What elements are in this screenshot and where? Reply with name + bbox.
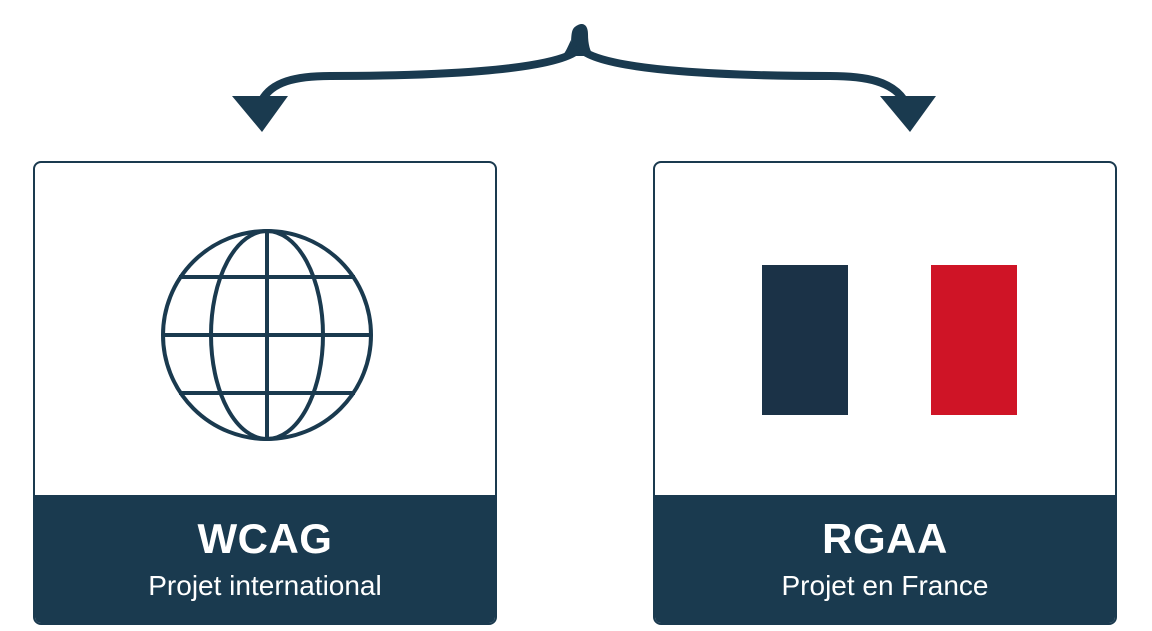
card-rgaa: RGAA Projet en France [653,161,1117,625]
card-wcag-body [35,163,495,497]
card-wcag-subtitle: Projet international [148,570,382,601]
connector-branch-left [258,44,584,104]
globe-icon [161,229,373,441]
card-rgaa-title: RGAA [822,515,948,562]
flag-red-stripe [931,265,1017,415]
branch-connector [232,24,936,132]
card-rgaa-footer: RGAA Projet en France [655,495,1115,623]
arrow-down-left-icon [232,96,288,132]
connector-stem [562,24,594,56]
connector-branch-right [576,44,908,104]
card-rgaa-body [655,163,1115,497]
card-wcag: WCAG Projet international [33,161,497,625]
card-wcag-title: WCAG [197,515,333,562]
flag-blue-stripe [762,265,848,415]
arrow-down-right-icon [880,96,936,132]
card-rgaa-subtitle: Projet en France [781,570,989,601]
card-wcag-footer: WCAG Projet international [35,495,495,623]
